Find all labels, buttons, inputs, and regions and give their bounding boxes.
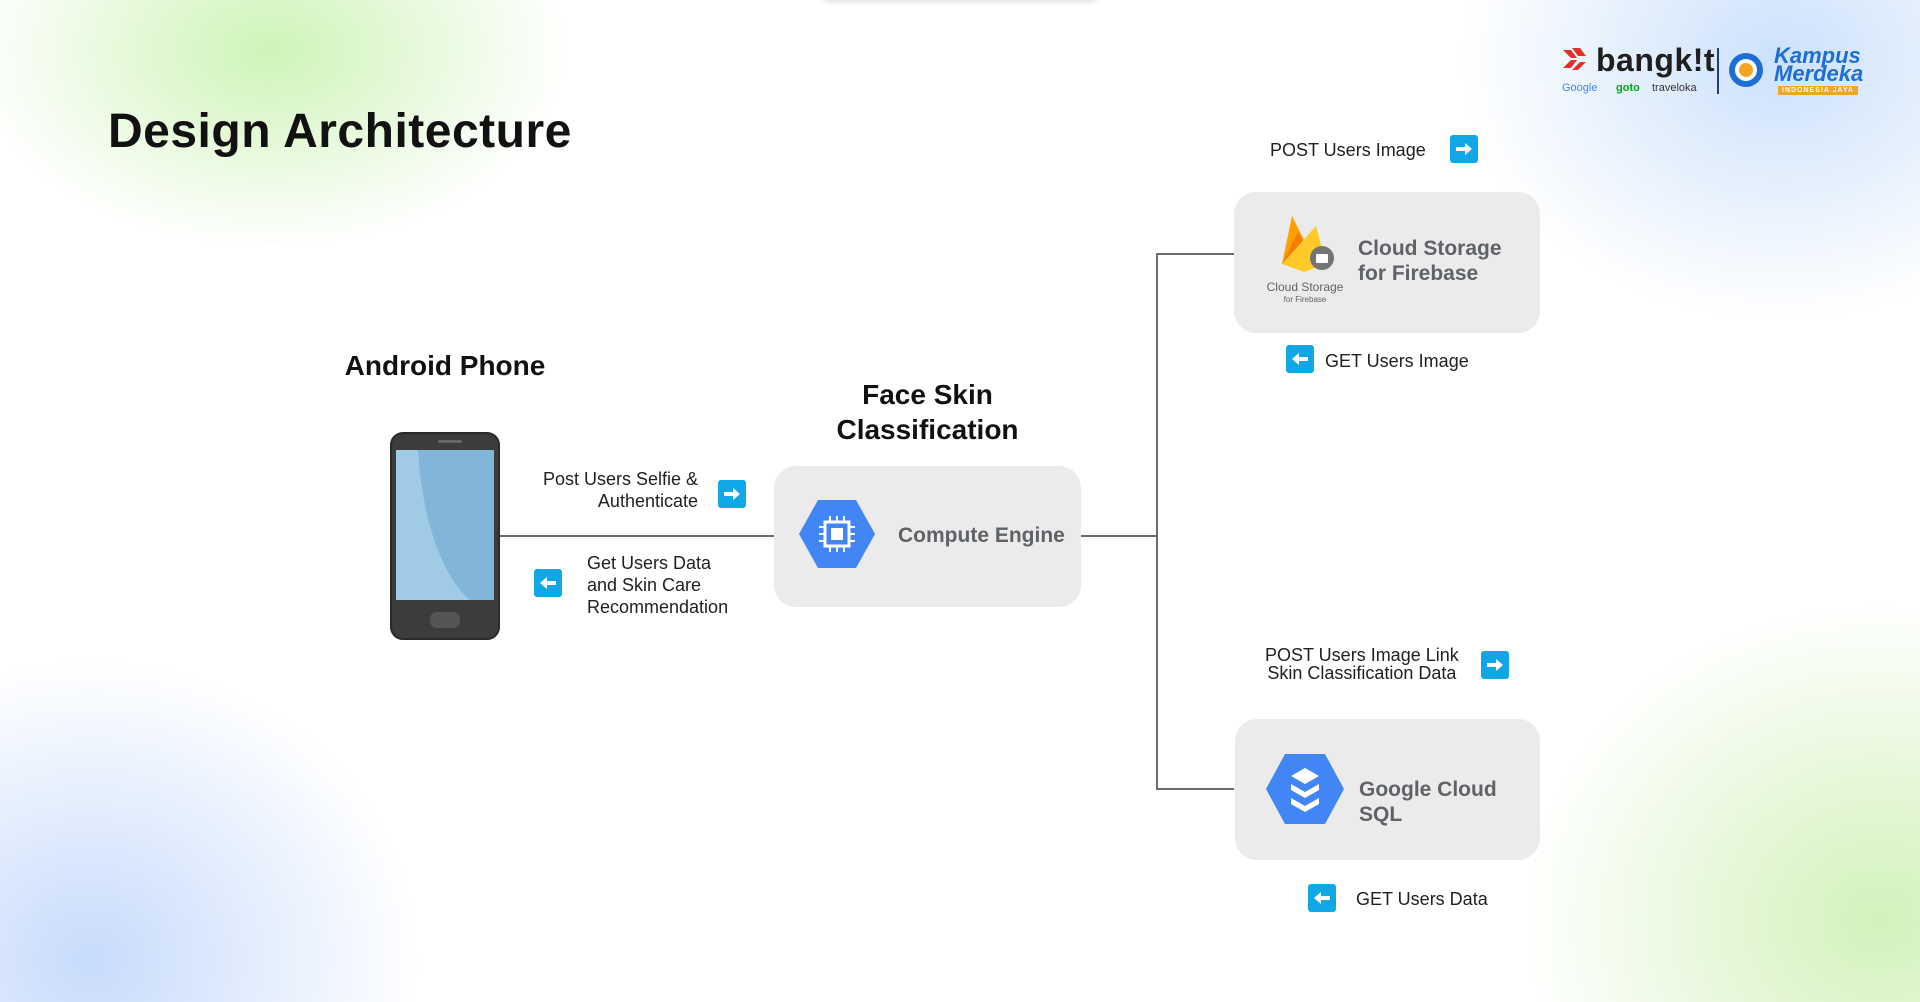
merdeka-word: Merdeka: [1774, 61, 1864, 86]
firebase-storage-icon: [1282, 216, 1334, 272]
kampus-word: Kampus: [1774, 43, 1861, 68]
android-to-compute-line: [498, 535, 774, 537]
bangkit-logo: bangk!t Google goto traveloka: [1560, 42, 1860, 102]
get-users-data-line-1: Get Users Data: [587, 553, 712, 573]
post-selfie-line-1: Post Users Selfie &: [542, 469, 698, 489]
compute-engine-icon: [799, 500, 875, 568]
cloud-storage-label-line-2: for Firebase: [1358, 262, 1479, 285]
left-arrow-icon: [1286, 345, 1314, 373]
post-users-image-label: POST Users Image: [1270, 140, 1426, 160]
cloud-storage-label: Cloud Storage for Firebase: [1358, 236, 1502, 286]
goto-brand: goto: [1616, 82, 1640, 94]
cloud-sql-icon: [1266, 754, 1344, 824]
cloud-sql-label: Google Cloud SQL: [1359, 778, 1497, 826]
face-skin-heading-line-1: Face Skin: [862, 379, 993, 410]
cloud-sql-box: Google Cloud SQL: [1235, 719, 1540, 860]
get-users-data-line-3: Recommendation: [587, 597, 729, 617]
android-heading: Android Phone: [344, 350, 546, 381]
get-users-data-line-2: and Skin Care: [587, 575, 702, 595]
compute-engine-label: Compute Engine: [898, 524, 1065, 547]
post-selfie-line-2: Authenticate: [597, 491, 698, 511]
get-users-image-label: GET Users Image: [1325, 351, 1469, 371]
post-image-link-line-1: POST Users Image Link: [1265, 645, 1459, 665]
cloud-storage-label-line-1: Cloud Storage: [1358, 237, 1502, 260]
android-phone-icon: [390, 432, 500, 640]
get-users-data-sql-label: GET Users Data: [1356, 889, 1488, 909]
post-image-link-line-2: Skin Classification Data: [1267, 663, 1457, 683]
get-users-data-label: Get Users Data and Skin Care Recommendat…: [587, 552, 787, 618]
google-brand: Google: [1562, 82, 1598, 94]
post-image-link-label: POST Users Image Link Skin Classificatio…: [1265, 646, 1459, 682]
page-title: Design Architecture: [108, 105, 572, 158]
cloud-storage-icon-caption: Cloud Storage: [1266, 280, 1344, 294]
bangkit-wordmark: bangk!t: [1596, 42, 1716, 78]
face-skin-heading-line-2: Classification: [836, 414, 1019, 445]
branch-to-sql-line: [1156, 788, 1234, 790]
branch-vertical-line: [1156, 253, 1158, 790]
logo-divider: [1717, 48, 1719, 94]
tut-wuri-emblem-icon: [1729, 53, 1763, 87]
branch-to-storage-line: [1156, 253, 1234, 255]
bangkit-mark-icon: [1563, 48, 1586, 70]
right-arrow-icon: [1481, 651, 1509, 679]
kampus-merdeka-logo: Kampus Merdeka INDONESIA JAYA: [1728, 43, 1868, 102]
cloud-storage-icon-subcaption: for Firebase: [1283, 295, 1327, 304]
right-arrow-icon: [718, 480, 746, 508]
left-arrow-icon: [1308, 884, 1336, 912]
cloud-storage-box: Cloud Storage for Firebase Cloud Storage…: [1234, 192, 1540, 333]
kampus-tagline: INDONESIA JAYA: [1778, 86, 1858, 95]
left-arrow-icon: [534, 569, 562, 597]
right-arrow-icon: [1450, 135, 1478, 163]
compute-to-branch-line: [1081, 535, 1158, 537]
post-selfie-label: Post Users Selfie & Authenticate: [520, 468, 698, 512]
compute-engine-box: Compute Engine: [774, 466, 1081, 607]
face-skin-heading: Face Skin Classification: [800, 377, 1055, 447]
traveloka-brand: traveloka: [1652, 82, 1697, 94]
